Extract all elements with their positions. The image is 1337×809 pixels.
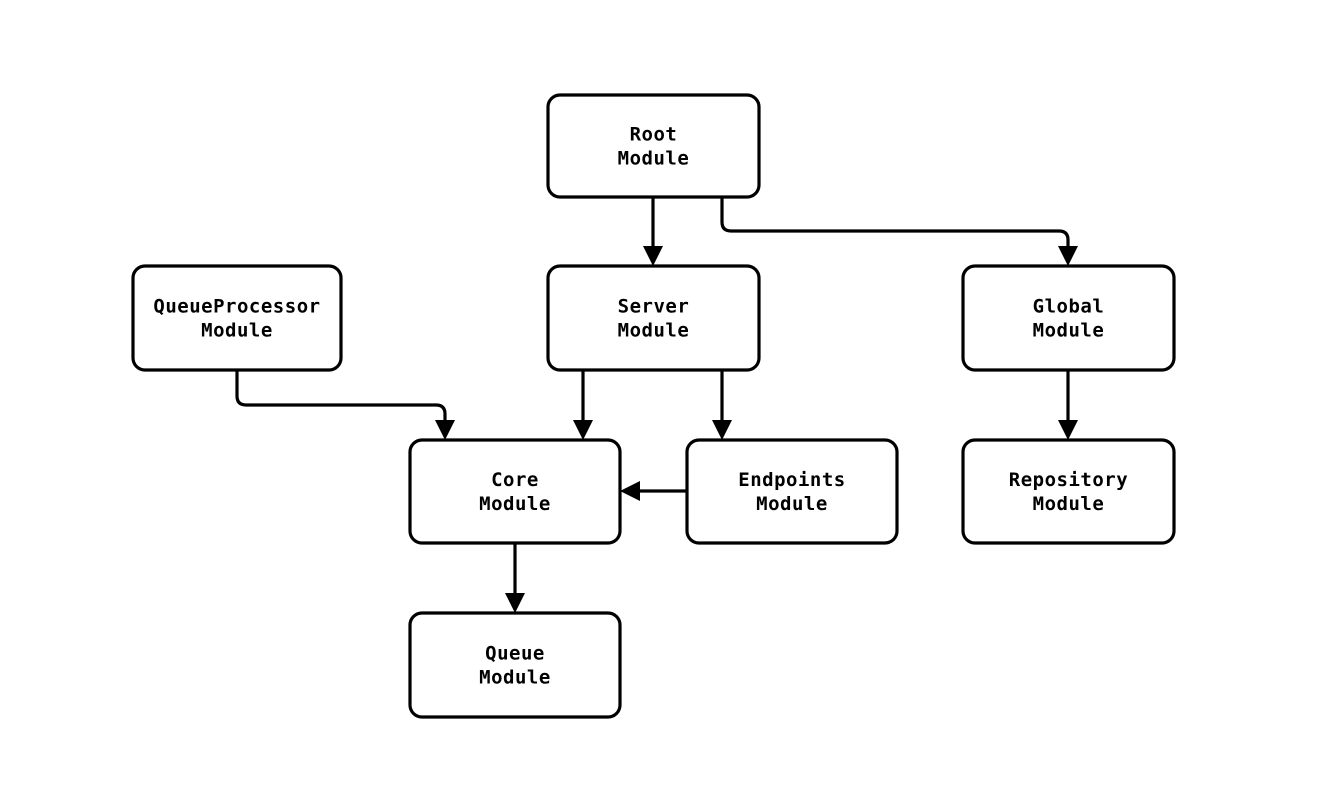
edge-queueprocessor-to-core [235,370,455,440]
arrowhead-icon [712,420,732,440]
root-module-label-line2: Module [618,148,690,170]
server-module-label-line2: Module [618,320,690,342]
global-module-box[interactable] [961,264,1176,372]
queue-module-box[interactable] [408,611,622,719]
arrowhead-icon [1058,246,1078,266]
core-module-box[interactable] [408,438,622,545]
repository-module-label-line2: Module [1033,493,1105,515]
queueprocessor-module-label-line2: Module [201,320,273,342]
queueprocessor-module-box[interactable] [131,264,343,372]
edge-root-to-global [720,197,1078,266]
repository-module-label-line1: Repository [1009,469,1128,491]
queue-module-label-line2: Module [479,667,551,689]
arrowhead-icon [435,420,455,440]
root-module-label-line1: Root [630,124,678,146]
global-module-label-line2: Module [1033,320,1105,342]
edge-core-to-queue [505,543,525,613]
arrowhead-icon [620,481,640,501]
queue-module-label-line1: Queue [485,643,545,665]
endpoints-module-box[interactable] [685,438,899,545]
server-module-box[interactable] [546,264,761,372]
queueprocessor-module-label-line1: QueueProcessor [153,296,320,318]
arrowhead-icon [505,593,525,613]
edge-root-to-global-line [720,197,1070,250]
nodes-layer: RootModuleQueueProcessorModuleServerModu… [131,93,1176,719]
global-module-label-line1: Global [1033,296,1105,318]
edge-root-to-server [643,197,663,266]
core-module-label-line1: Core [491,469,539,491]
edge-endpoints-to-core [620,481,687,501]
edges-layer [235,197,1078,613]
arrowhead-icon [643,246,663,266]
edge-queueprocessor-to-core-line [235,370,447,424]
server-module-label-line1: Server [618,296,690,318]
arrowhead-icon [573,420,593,440]
endpoints-module-label-line2: Module [756,493,828,515]
endpoints-module-label-line1: Endpoints [738,469,845,491]
edge-server-to-endpoints [712,370,732,440]
core-module-label-line2: Module [479,493,551,515]
arrowhead-icon [1058,420,1078,440]
edge-server-to-core [573,370,593,440]
repository-module-box[interactable] [961,438,1176,545]
root-module-box[interactable] [546,93,761,199]
edge-global-to-repository [1058,370,1078,440]
